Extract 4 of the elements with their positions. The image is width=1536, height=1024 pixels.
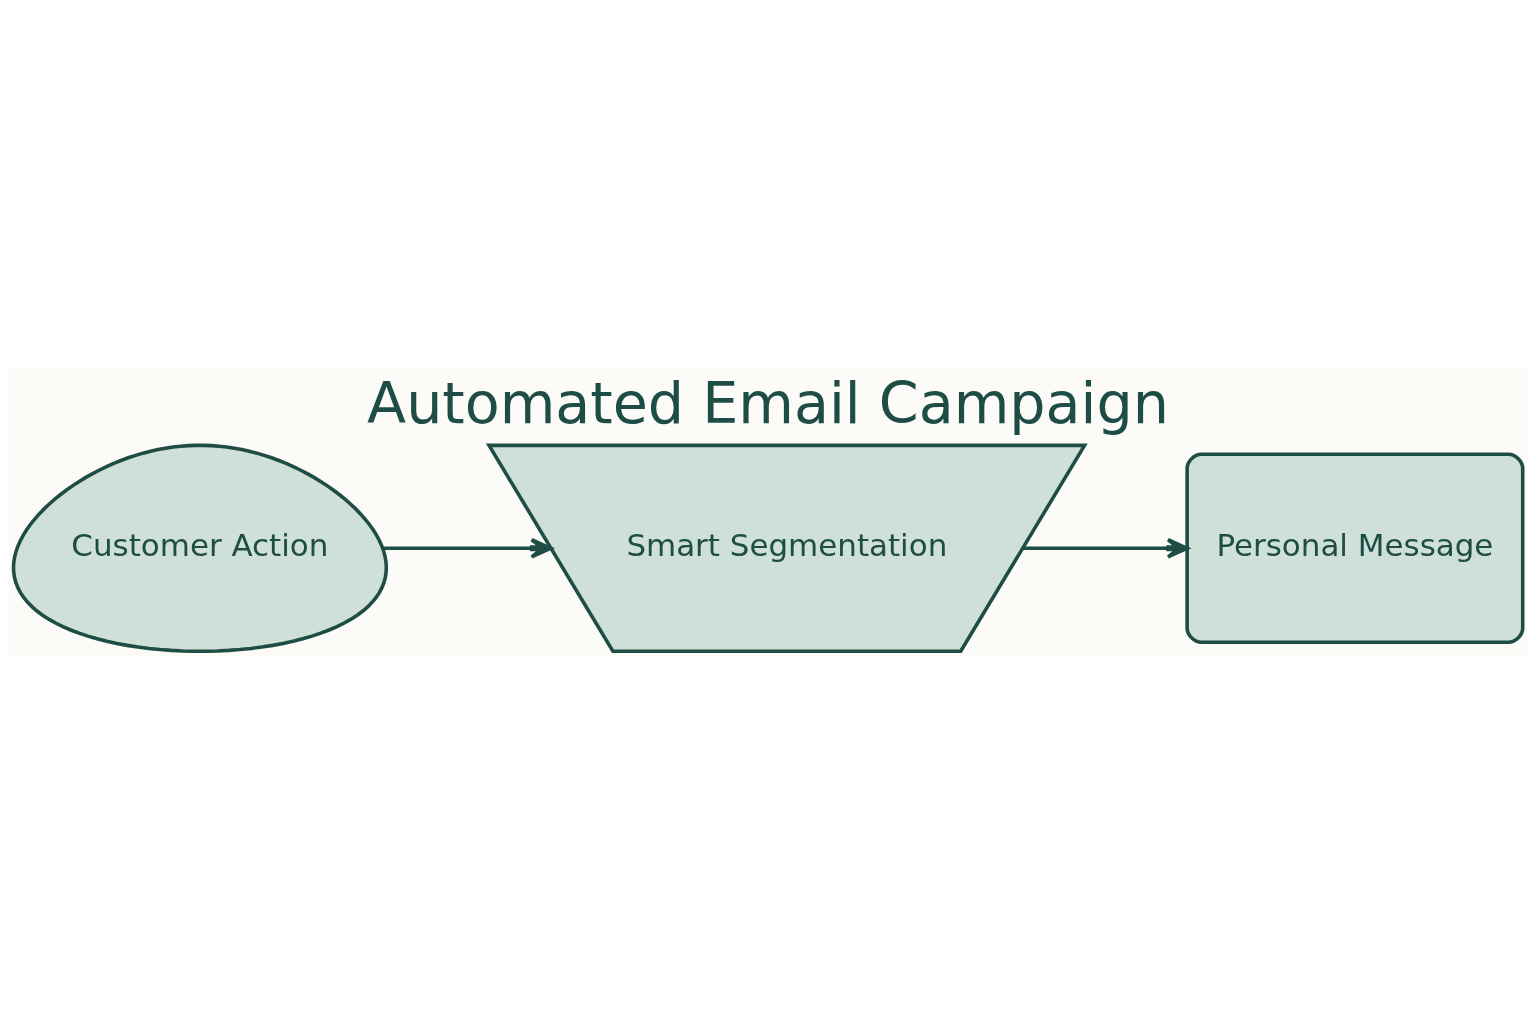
arrow xyxy=(1023,537,1189,559)
diagram-title: Automated Email Campaign xyxy=(367,370,1169,437)
node-box: Personal Message xyxy=(1185,452,1525,645)
arrow xyxy=(382,537,553,559)
